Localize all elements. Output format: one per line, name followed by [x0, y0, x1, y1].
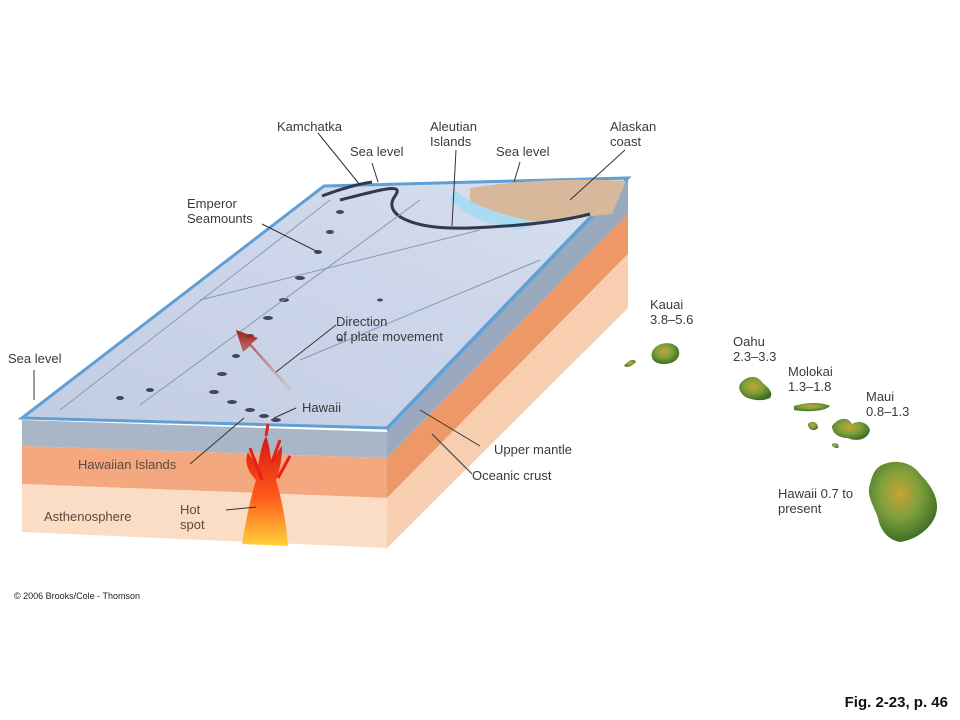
aleutian-trench [339, 186, 591, 230]
hawaii-island [868, 461, 938, 542]
ocean-floor-surface [17, 176, 632, 430]
island-map [624, 343, 938, 542]
lanai-island [808, 421, 818, 431]
molokai-island [794, 403, 830, 412]
label-asthenosphere: Asthenosphere [44, 509, 132, 524]
label-alaskan-coast: Alaskan coast [610, 119, 657, 149]
label-hawaii-block: Hawaii [302, 400, 342, 415]
front-asthenosphere [22, 484, 387, 548]
hot-spot-branches [248, 423, 292, 481]
alaska-land [470, 179, 626, 222]
figure-reference: Fig. 2-23, p. 46 [844, 694, 948, 711]
label-sea-level-left-top: Sea level [350, 144, 404, 159]
side-asthenosphere [387, 254, 628, 548]
island-label-hawaii: Hawaii 0.7 to present [778, 486, 854, 516]
label-oceanic-crust: Oceanic crust [472, 468, 552, 483]
kauai-island [651, 343, 680, 364]
label-sea-level-right-top: Sea level [496, 144, 550, 159]
label-upper-mantle: Upper mantle [494, 442, 573, 457]
kahoolawe-island [832, 443, 839, 448]
front-upper-mantle [22, 446, 387, 498]
plate-movement-arrow [236, 330, 292, 392]
label-plate-direction: Direction of plate movement [336, 314, 443, 344]
front-crust [22, 420, 387, 458]
label-hawaiian-islands: Hawaiian Islands [78, 457, 177, 472]
copyright-notice: © 2006 Brooks/Cole - Thomson [14, 591, 141, 601]
niihau-island [624, 359, 636, 367]
alaska-shallow-water [450, 190, 540, 230]
side-upper-mantle [387, 214, 628, 498]
kamchatka-trench [321, 180, 373, 198]
block-front-face [22, 420, 387, 548]
side-crust [387, 180, 628, 458]
label-kamchatka: Kamchatka [277, 119, 343, 134]
label-sea-level-left: Sea level [8, 351, 62, 366]
label-hot-spot: Hot spot [180, 502, 205, 532]
maui-island [832, 418, 870, 440]
oahu-island [739, 376, 772, 401]
label-aleutian-islands: Aleutian Islands [430, 119, 477, 149]
hot-spot-plume [242, 436, 288, 546]
label-emperor-seamounts: Emperor Seamounts [187, 196, 253, 226]
leader-lines [33, 132, 626, 511]
